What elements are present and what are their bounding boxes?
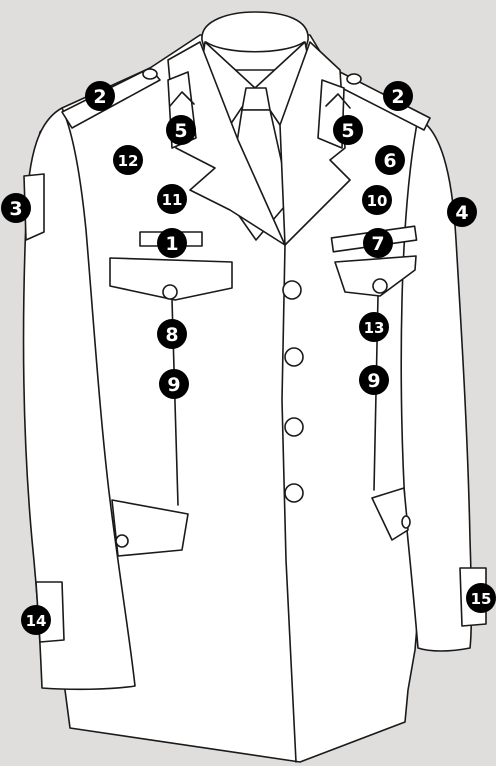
marker-5: 5 — [166, 115, 196, 145]
marker-label: 2 — [391, 86, 404, 108]
marker-10: 10 — [362, 185, 392, 215]
marker-label: 5 — [341, 120, 354, 142]
marker-9: 9 — [159, 369, 189, 399]
marker-label: 2 — [93, 86, 106, 108]
marker-11: 11 — [157, 184, 187, 214]
marker-label: 1 — [165, 233, 178, 255]
marker-label: 4 — [455, 202, 468, 224]
marker-2: 2 — [85, 81, 115, 111]
right-lower-pocket-button — [402, 516, 410, 528]
left-pocket-button — [163, 285, 177, 299]
marker-label: 14 — [26, 612, 47, 630]
marker-4: 4 — [447, 197, 477, 227]
marker-label: 11 — [162, 191, 183, 209]
marker-label: 5 — [174, 120, 187, 142]
front-button — [285, 484, 303, 502]
marker-3: 3 — [1, 193, 31, 223]
marker-label: 10 — [367, 192, 388, 210]
marker-14: 14 — [21, 605, 51, 635]
front-button — [283, 281, 301, 299]
left-epaulette-button — [143, 69, 157, 79]
marker-label: 9 — [367, 370, 380, 392]
marker-13: 13 — [359, 312, 389, 342]
right-pocket-button — [373, 279, 387, 293]
front-button — [285, 348, 303, 366]
right-epaulette-button — [347, 74, 361, 84]
tie-knot — [242, 88, 270, 110]
marker-label: 8 — [165, 324, 178, 346]
front-button — [285, 418, 303, 436]
marker-2: 2 — [383, 81, 413, 111]
marker-7: 7 — [363, 228, 393, 258]
marker-8: 8 — [157, 319, 187, 349]
marker-label: 7 — [371, 233, 384, 255]
marker-6: 6 — [375, 145, 405, 175]
marker-label: 6 — [383, 150, 396, 172]
marker-label: 3 — [9, 198, 22, 220]
marker-15: 15 — [466, 583, 496, 613]
marker-label: 15 — [471, 590, 492, 608]
marker-1: 1 — [157, 228, 187, 258]
marker-5: 5 — [333, 115, 363, 145]
marker-label: 13 — [364, 319, 385, 337]
marker-label: 9 — [167, 374, 180, 396]
left-lower-pocket-button — [116, 535, 128, 547]
marker-12: 12 — [113, 145, 143, 175]
marker-9: 9 — [359, 365, 389, 395]
marker-label: 12 — [118, 152, 139, 170]
